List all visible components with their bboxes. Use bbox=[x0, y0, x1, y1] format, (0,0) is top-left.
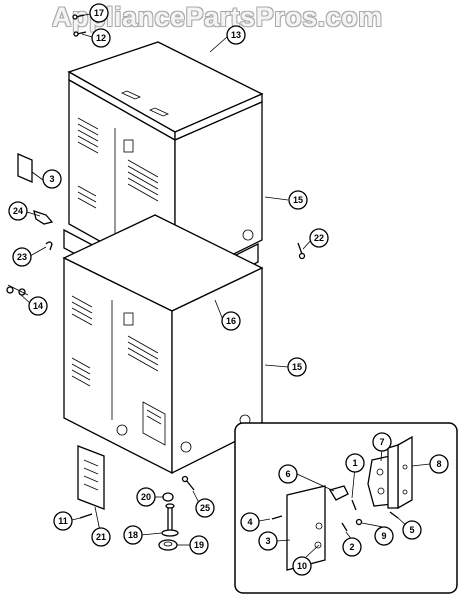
svg-text:19: 19 bbox=[194, 540, 204, 550]
svg-text:12: 12 bbox=[96, 33, 106, 43]
callout-25: 25 bbox=[195, 498, 215, 518]
callout-9: 9 bbox=[374, 526, 394, 546]
svg-text:24: 24 bbox=[13, 206, 23, 216]
top-cover bbox=[67, 41, 264, 142]
svg-text:8: 8 bbox=[436, 459, 441, 469]
svg-text:21: 21 bbox=[96, 532, 106, 542]
callout-11: 11 bbox=[53, 511, 73, 531]
callout-22: 22 bbox=[309, 228, 329, 248]
svg-text:23: 23 bbox=[17, 252, 27, 262]
callout-10: 10 bbox=[292, 556, 312, 576]
svg-text:7: 7 bbox=[379, 437, 384, 447]
upper-vent-left bbox=[77, 117, 159, 209]
callout-21: 21 bbox=[91, 527, 111, 547]
svg-text:18: 18 bbox=[128, 530, 138, 540]
callout-5: 5 bbox=[402, 520, 422, 540]
callout-8: 8 bbox=[429, 454, 449, 474]
callout-14: 14 bbox=[28, 296, 48, 316]
callout-1: 1 bbox=[345, 453, 365, 473]
svg-text:20: 20 bbox=[141, 492, 151, 502]
callout-24: 24 bbox=[8, 201, 28, 221]
svg-text:16: 16 bbox=[226, 316, 236, 326]
svg-text:17: 17 bbox=[94, 8, 104, 18]
callout-15-lower: 15 bbox=[287, 357, 307, 377]
svg-text:25: 25 bbox=[200, 503, 210, 513]
callout-16: 16 bbox=[221, 311, 241, 331]
svg-text:4: 4 bbox=[247, 517, 252, 527]
lower-cabinet bbox=[62, 214, 264, 475]
lower-vent-left bbox=[71, 295, 159, 387]
loose-parts bbox=[6, 14, 306, 551]
callout-13: 13 bbox=[226, 25, 246, 45]
callout-2: 2 bbox=[342, 537, 362, 557]
terminal-block-detail-inset bbox=[234, 422, 458, 594]
callout-17: 17 bbox=[89, 3, 109, 23]
svg-text:6: 6 bbox=[285, 469, 290, 479]
svg-text:1: 1 bbox=[352, 458, 357, 468]
svg-text:15: 15 bbox=[293, 195, 303, 205]
svg-text:5: 5 bbox=[409, 525, 414, 535]
callout-7: 7 bbox=[372, 432, 392, 452]
callout-19: 19 bbox=[189, 535, 209, 555]
svg-text:10: 10 bbox=[297, 561, 307, 571]
callout-20: 20 bbox=[136, 487, 156, 507]
svg-text:3: 3 bbox=[49, 174, 54, 184]
callout-3-inset: 3 bbox=[258, 531, 278, 551]
svg-text:11: 11 bbox=[58, 516, 68, 526]
callout-4: 4 bbox=[240, 512, 260, 532]
svg-text:9: 9 bbox=[381, 531, 386, 541]
callout-15-upper: 15 bbox=[288, 190, 308, 210]
svg-text:13: 13 bbox=[231, 30, 241, 40]
svg-text:2: 2 bbox=[349, 542, 354, 552]
svg-text:22: 22 bbox=[314, 233, 324, 243]
callout-3-upper: 3 bbox=[42, 169, 62, 189]
svg-text:3: 3 bbox=[265, 536, 270, 546]
svg-text:15: 15 bbox=[292, 362, 302, 372]
callout-12: 12 bbox=[91, 28, 111, 48]
svg-text:14: 14 bbox=[33, 301, 43, 311]
callout-23: 23 bbox=[12, 247, 32, 267]
callout-6: 6 bbox=[278, 464, 298, 484]
callout-18: 18 bbox=[123, 525, 143, 545]
